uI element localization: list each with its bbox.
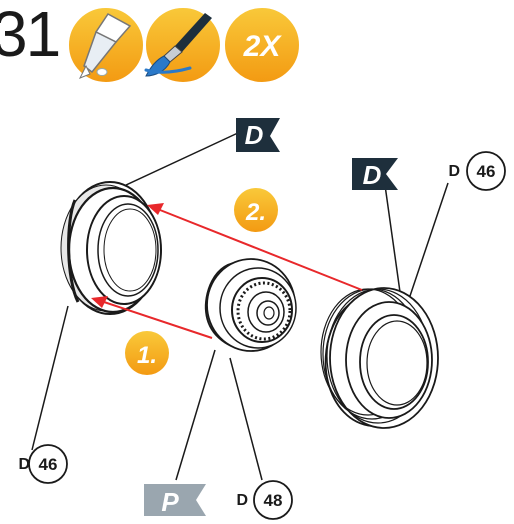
part-label-wheel: D 48 <box>236 481 292 519</box>
order-badge-1: 1. <box>125 331 169 375</box>
flag-right-label: D <box>363 160 382 190</box>
repeat-badge: 2X <box>224 7 300 83</box>
paint-brush-icon <box>145 7 221 83</box>
tire-right <box>321 288 438 428</box>
tire-left <box>61 182 161 314</box>
part-right-number: 46 <box>477 162 496 181</box>
glue-tube-icon <box>68 7 144 83</box>
order-badge-2: 2. <box>234 188 278 232</box>
flag-right: D <box>352 158 398 190</box>
part-left-number: 46 <box>39 455 58 474</box>
flag-bottom: P <box>144 484 206 517</box>
part-wheel-number: 48 <box>264 491 283 510</box>
order-badge-2-label: 2. <box>245 199 266 226</box>
part-label-right: D 46 <box>448 152 505 190</box>
order-badge-1-label: 1. <box>137 342 157 369</box>
flag-bottom-label: P <box>161 487 179 517</box>
wheel-hub <box>206 259 296 351</box>
flag-top: D <box>236 118 280 152</box>
part-right-prefix: D <box>448 163 460 180</box>
part-label-left: D 46 <box>18 445 67 483</box>
part-wheel-prefix: D <box>236 492 248 509</box>
flag-top-label: D <box>245 120 264 150</box>
arrow-step-1 <box>104 302 212 338</box>
repeat-count: 2X <box>243 30 283 63</box>
